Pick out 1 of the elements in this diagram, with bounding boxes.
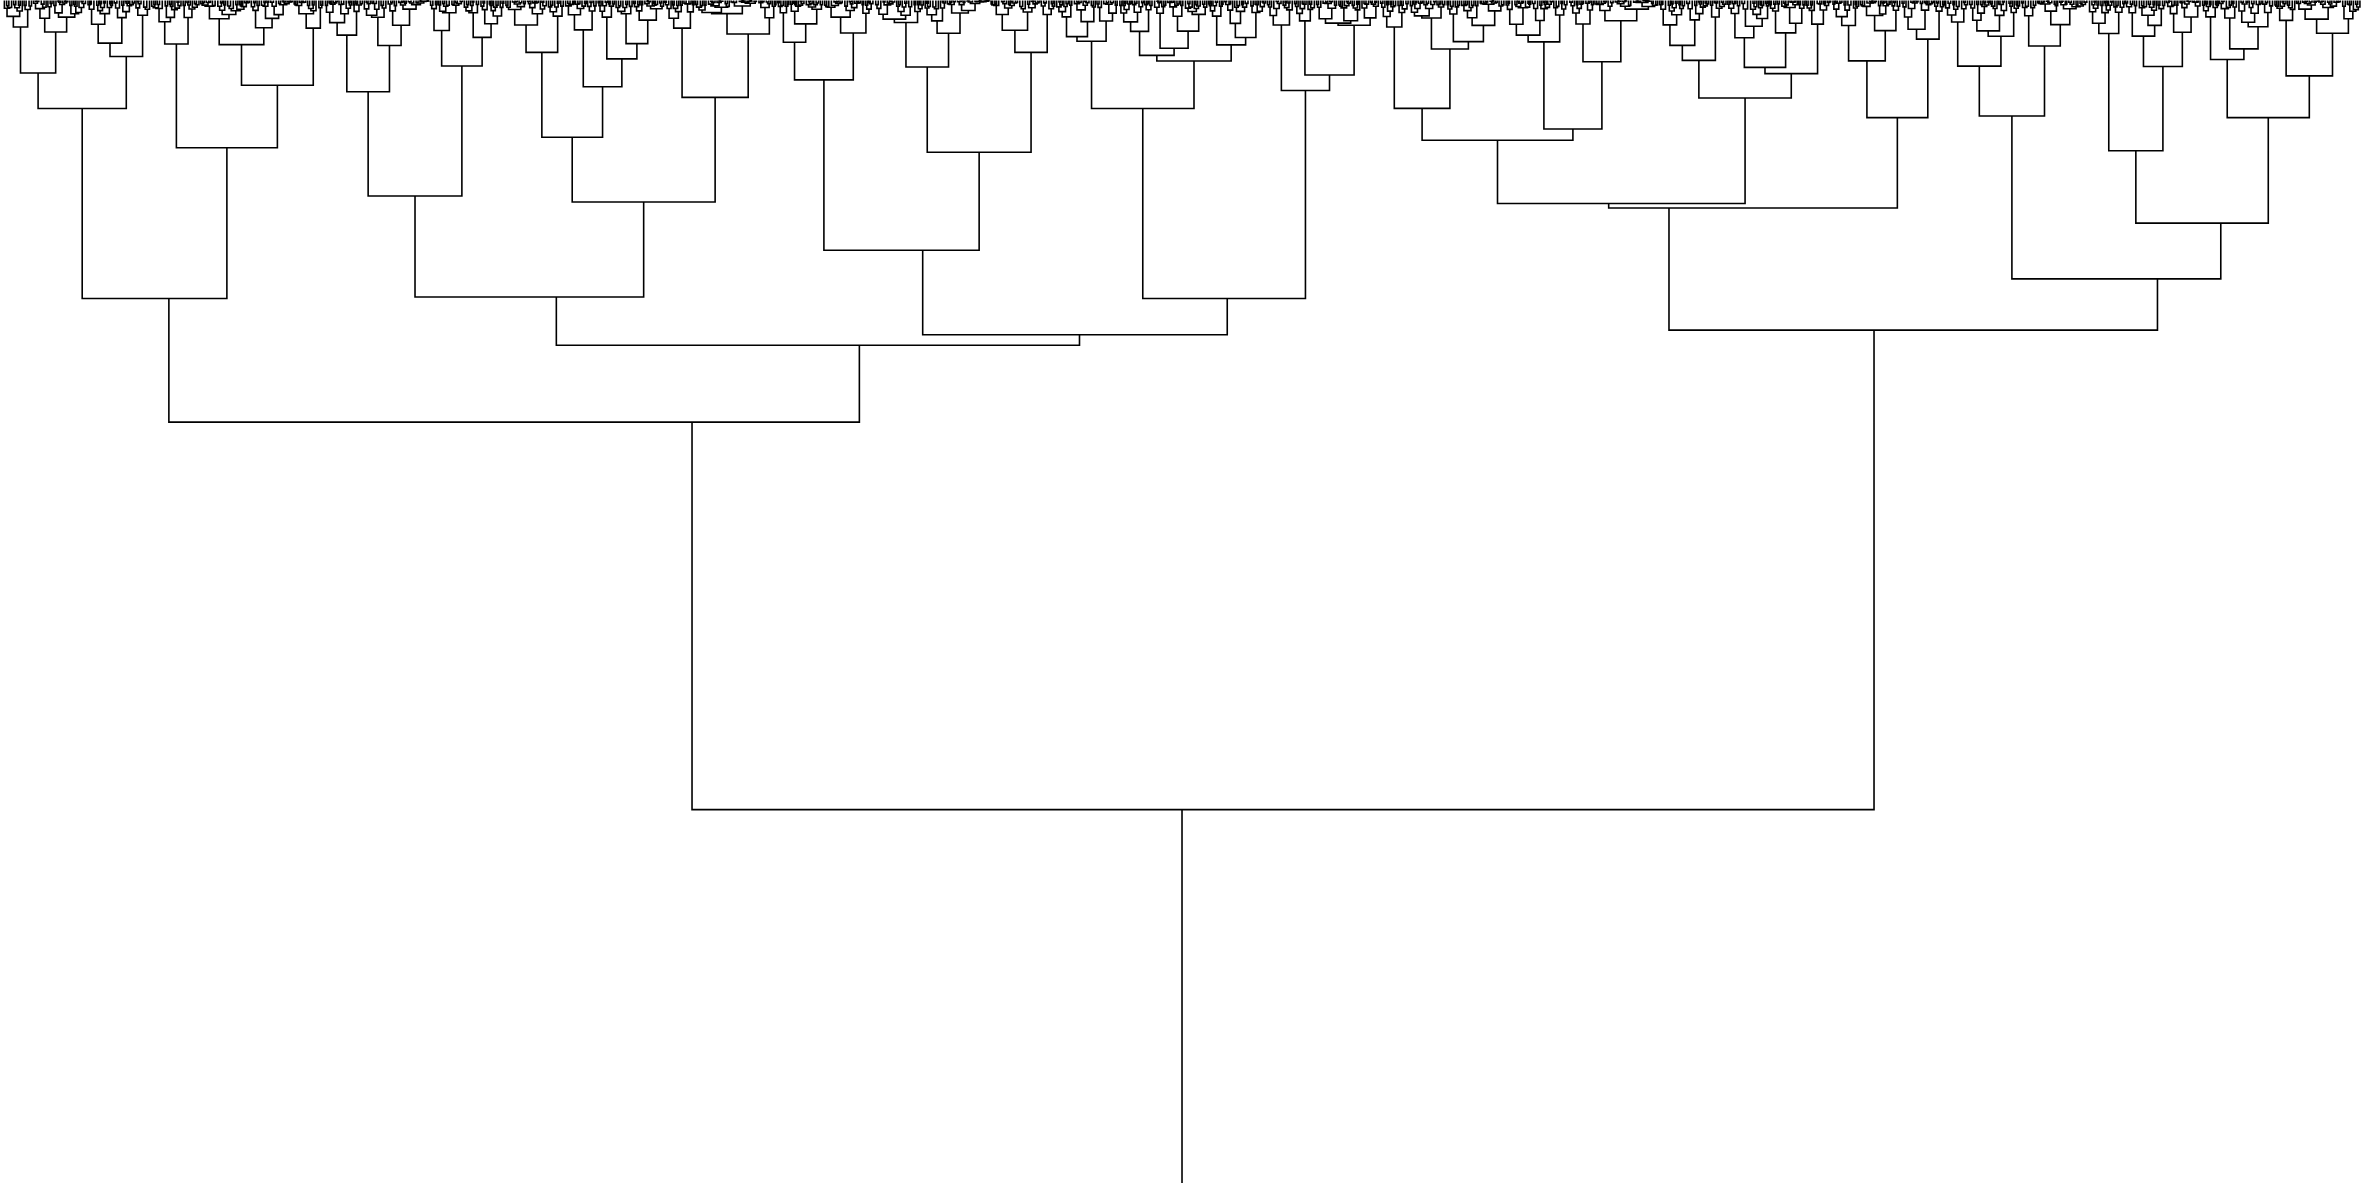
dendrogram-drawing [3,0,2361,1183]
